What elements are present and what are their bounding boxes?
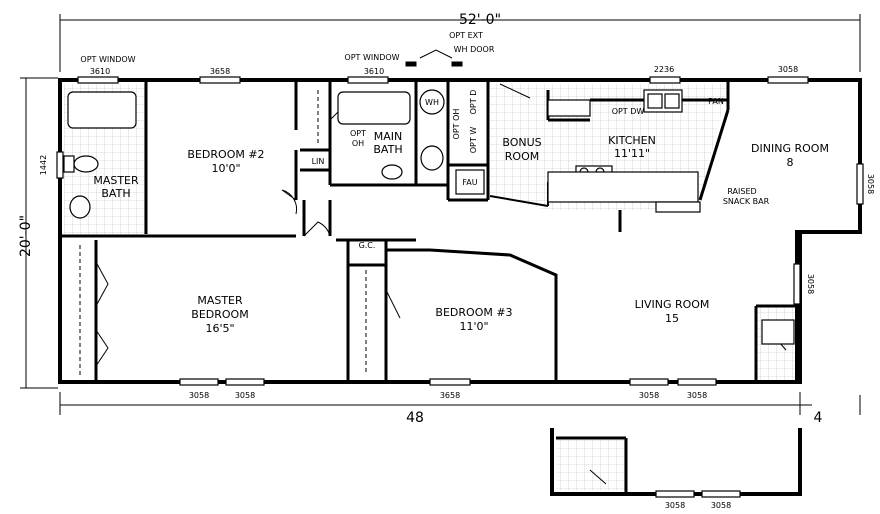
master-bath-label-2: BATH (101, 187, 130, 200)
main-bath-label-1: MAIN (374, 130, 403, 143)
porch-length-label: 4 (814, 410, 823, 426)
window-top-3058 (767, 76, 809, 84)
island-counter (547, 171, 699, 203)
living-room-label: LIVING ROOM (635, 298, 710, 311)
main-bath-label-2: BATH (373, 143, 402, 156)
dining-room-label: DINING ROOM (751, 142, 829, 155)
tile-floors (64, 84, 800, 490)
window-right-3058 (856, 163, 864, 205)
window-top-3658 (199, 76, 241, 84)
porch-window-2-label: 3058 (711, 501, 731, 510)
closet-rods (79, 90, 367, 375)
window-porch-2 (701, 490, 741, 498)
main-length-label: 48 (406, 410, 424, 426)
window-bottom-1 (179, 378, 219, 386)
master-tub (67, 91, 137, 129)
bottom-window-1-label: 3058 (189, 391, 209, 400)
bedroom2-label: BEDROOM #2 (187, 148, 264, 161)
window-top-2236 (649, 76, 681, 84)
opt-window-mid-size: 3610 (364, 67, 384, 76)
bonus-room-label-2: ROOM (505, 150, 539, 163)
pan-label: PAN (708, 97, 724, 106)
wh-door-label: WH DOOR (454, 45, 495, 54)
oh-label: OH (352, 139, 364, 148)
fireplace (761, 319, 795, 345)
bedroom3-label: BEDROOM #3 (435, 306, 512, 319)
window-right-3058-lower (793, 263, 801, 305)
opt-d-label: OPT D (469, 90, 478, 115)
kitchen-size: 11'11" (614, 147, 650, 160)
bonus-room-label-1: BONUS (502, 136, 541, 149)
porch-window-1-label: 3058 (665, 501, 685, 510)
dining-room-size: 8 (787, 156, 794, 169)
snack-bar-label: SNACK BAR (723, 197, 770, 206)
window-top-3610-left (77, 76, 119, 84)
interior-walls (62, 82, 800, 494)
windows (56, 76, 864, 498)
opt-window-left-label: OPT WINDOW (80, 55, 135, 64)
dimension-lines (20, 14, 861, 415)
main-sink (420, 145, 444, 171)
opt-oh-vertical-label: OPT OH (452, 109, 461, 140)
bottom-window-3-label: 3658 (440, 391, 460, 400)
living-room-size: 15 (665, 312, 679, 325)
window-left-1442 (56, 151, 64, 179)
overall-width-label: 52'-0" (459, 12, 501, 28)
gc-label: G.C. (359, 241, 376, 250)
wh-label: WH (425, 98, 439, 107)
opt-label: OPT (350, 129, 366, 138)
overall-depth-label: 20'-0" (18, 215, 34, 257)
bedroom2-size: 10'0" (211, 162, 240, 175)
upper-counter (547, 99, 591, 117)
kitchen-label: KITCHEN (608, 134, 656, 147)
window-top-3610-mid (347, 76, 389, 84)
window-3058-top-label: 3058 (778, 65, 798, 74)
master-bedroom-label-1: MASTER (197, 294, 243, 307)
main-toilet (381, 164, 403, 180)
master-bedroom-size: 16'5" (205, 322, 234, 335)
bottom-window-4-label: 3058 (639, 391, 659, 400)
opt-w-label: OPT W (469, 127, 478, 154)
master-bedroom-label-2: BEDROOM (191, 308, 248, 321)
lin-label: LIN (312, 157, 325, 166)
window-porch-1 (655, 490, 695, 498)
fau-box (455, 169, 485, 195)
fixtures (63, 89, 795, 345)
window-bottom-3 (429, 378, 471, 386)
water-heater (419, 89, 445, 115)
window-bottom-2 (225, 378, 265, 386)
raised-label: RAISED (727, 187, 756, 196)
master-sink (69, 195, 91, 219)
opt-dw-label: OPT DW (612, 107, 645, 116)
master-bath-label-1: MASTER (93, 174, 139, 187)
snack-bar (655, 201, 701, 213)
side-3058-lower-label: 3058 (806, 274, 815, 294)
window-3658-top-label: 3658 (210, 67, 230, 76)
opt-window-mid-label: OPT WINDOW (344, 53, 399, 62)
opt-window-left-size: 3610 (90, 67, 110, 76)
opt-ext-label: OPT EXT (449, 31, 483, 40)
bottom-window-5-label: 3058 (687, 391, 707, 400)
side-1442-label: 1442 (39, 155, 48, 175)
fau-label: FAU (462, 178, 477, 187)
window-bottom-5 (677, 378, 717, 386)
main-tub (337, 91, 411, 125)
bottom-window-2-label: 3058 (235, 391, 255, 400)
bedroom3-size: 11'0" (459, 320, 488, 333)
master-toilet (73, 155, 99, 173)
exterior-walls (58, 78, 862, 496)
window-bottom-4 (629, 378, 669, 386)
window-2236-label: 2236 (654, 65, 674, 74)
side-3058-upper-label: 3058 (866, 174, 875, 194)
